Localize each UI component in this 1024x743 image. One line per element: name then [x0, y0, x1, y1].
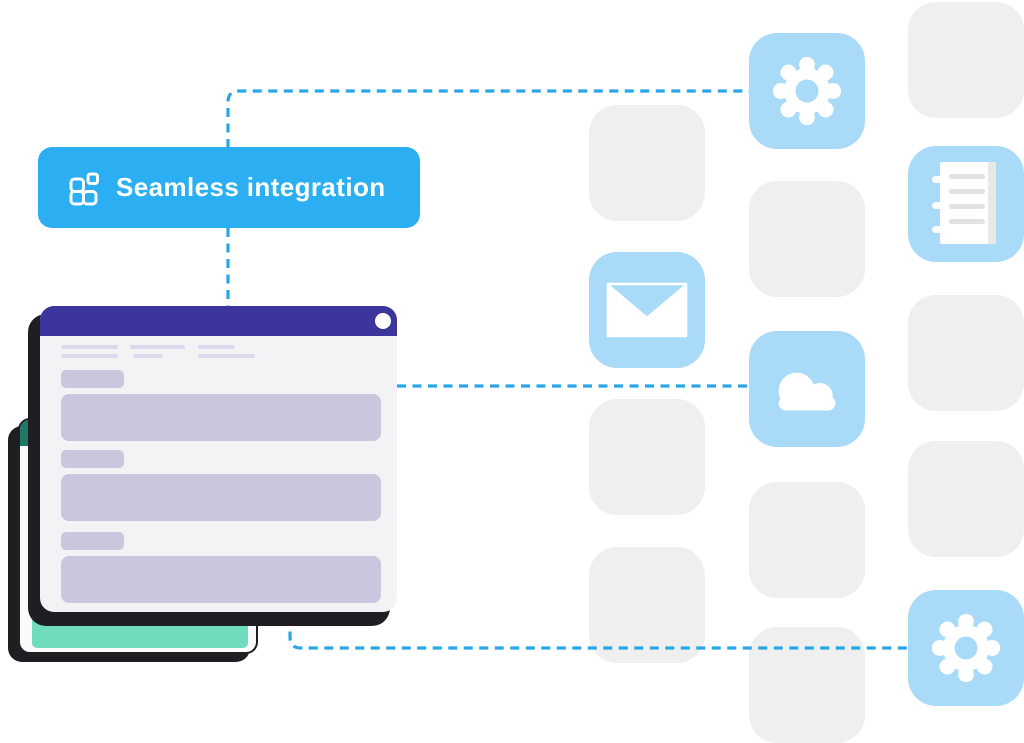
- tile-placeholder-c1: [908, 2, 1024, 118]
- seamless-integration-badge: Seamless integration: [38, 147, 420, 228]
- placeholder-line: [198, 354, 255, 358]
- placeholder-line: [133, 354, 163, 358]
- tile-mail-app: [589, 252, 705, 368]
- placeholder-line: [198, 345, 235, 349]
- tile-placeholder-c3: [908, 295, 1024, 411]
- placeholder-block: [61, 474, 381, 521]
- cloud-icon: [778, 372, 836, 411]
- tile-cloud-app: [749, 331, 865, 447]
- gear-icon: [772, 56, 842, 126]
- tile-placeholder-c4: [908, 441, 1024, 557]
- tile-placeholder-b4: [749, 482, 865, 598]
- browser-window-titlebar: [40, 306, 397, 336]
- placeholder-line: [130, 345, 185, 349]
- placeholder-label: [61, 450, 124, 468]
- badge-label: Seamless integration: [116, 172, 386, 202]
- gear-icon: [931, 613, 1001, 683]
- tile-notes-app: [908, 146, 1024, 262]
- tile-placeholder-a1: [589, 105, 705, 221]
- placeholder-label: [61, 370, 124, 388]
- placeholder-line: [61, 354, 118, 358]
- tile-placeholder-b5: [749, 627, 865, 743]
- tile-placeholder-a3: [589, 399, 705, 515]
- window-control-dot: [375, 313, 391, 329]
- tile-settings-app: [749, 33, 865, 149]
- tile-placeholder-a4: [589, 547, 705, 663]
- tile-settings-app-2: [908, 590, 1024, 706]
- placeholder-label: [61, 532, 124, 550]
- notes-icon: [932, 162, 996, 244]
- placeholder-block: [61, 394, 381, 441]
- integration-blocks-icon: [69, 172, 99, 205]
- placeholder-block: [61, 556, 381, 603]
- tile-placeholder-b2: [749, 181, 865, 297]
- browser-window: [40, 306, 397, 612]
- envelope-icon: [606, 282, 688, 338]
- placeholder-line: [61, 345, 118, 349]
